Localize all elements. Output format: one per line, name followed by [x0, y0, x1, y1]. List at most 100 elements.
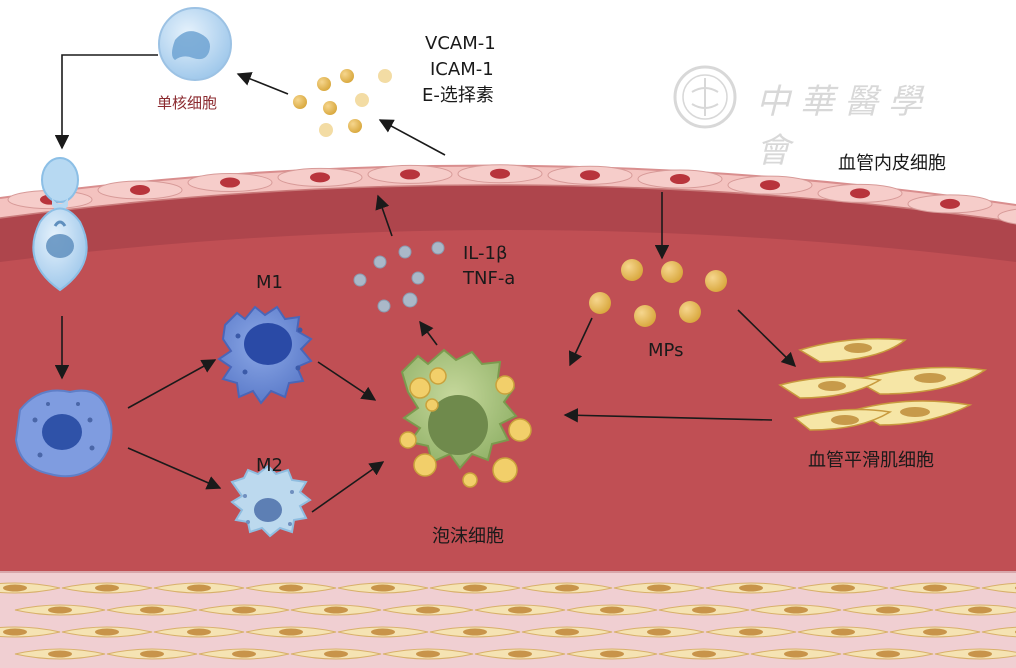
- adventitia-nucleus: [371, 628, 395, 636]
- adhesion-particles: [293, 69, 392, 137]
- adventitia-nucleus: [3, 584, 27, 592]
- label-icam1: ICAM-1: [430, 59, 494, 80]
- m1-macrophage-icon: [217, 305, 313, 405]
- arrow-mps-to-foam: [568, 317, 593, 367]
- adventitia-nucleus: [324, 606, 348, 614]
- label-mps: MPs: [648, 340, 684, 361]
- label-foam-cell: 泡沫细胞: [432, 526, 504, 547]
- label-e-selectin: E-选择素: [422, 85, 494, 106]
- adventitia-nucleus: [508, 606, 532, 614]
- adventitia-nucleus: [324, 650, 348, 658]
- adventitia-nucleus: [647, 628, 671, 636]
- adventitia-nucleus: [48, 650, 72, 658]
- arrow-monocyte-to-transmigrate: [54, 54, 158, 150]
- foam-cell-icon: [399, 348, 532, 488]
- monocyte-in-wall-icon: [14, 389, 113, 478]
- adventitia-nucleus: [232, 650, 256, 658]
- adventitia-nucleus: [968, 606, 992, 614]
- adventitia-nucleus: [187, 628, 211, 636]
- arrow-foam-to-cytokines: [419, 320, 438, 346]
- endothelial-nucleus: [850, 188, 870, 199]
- adventitia-nucleus: [48, 606, 72, 614]
- endothelial-cell: [997, 208, 1016, 225]
- label-monocyte: 单核细胞: [157, 94, 218, 112]
- adventitia-nucleus: [600, 606, 624, 614]
- adventitia-nucleus: [140, 650, 164, 658]
- arrow-adhesion-to-monocyte: [236, 72, 289, 95]
- adventitia-nucleus: [140, 606, 164, 614]
- adventitia-nucleus: [463, 584, 487, 592]
- watermark-logo: 中華醫學會: [670, 62, 970, 171]
- adventitia-nucleus: [831, 628, 855, 636]
- adventitia-nucleus: [876, 650, 900, 658]
- seal-icon: [673, 65, 737, 129]
- adventitia-nucleus: [279, 584, 303, 592]
- label-m1: M1: [256, 272, 283, 293]
- arrow-cytokines-to-endothelium: [375, 194, 393, 237]
- intima-band: [0, 184, 1016, 262]
- adventitia-nucleus: [692, 606, 716, 614]
- adventitia-cells: [0, 582, 1016, 660]
- adventitia-nucleus: [692, 650, 716, 658]
- endothelial-nucleus: [400, 169, 420, 180]
- watermark-text: 中華醫學會: [756, 82, 932, 171]
- arrows: [54, 54, 797, 513]
- arrow-m2-to-foam: [311, 461, 385, 513]
- smooth-muscle-cells-icon: [778, 338, 988, 431]
- adventitia-nucleus: [95, 628, 119, 636]
- adventitia-cell: [981, 626, 1016, 638]
- adventitia-nucleus: [739, 628, 763, 636]
- adventitia-nucleus: [416, 606, 440, 614]
- arrow-mps-to-smc: [737, 309, 797, 368]
- adventitia-nucleus: [187, 584, 211, 592]
- adventitia-nucleus: [600, 650, 624, 658]
- label-endothelium: 血管内皮细胞: [838, 153, 946, 174]
- adventitia-nucleus: [968, 650, 992, 658]
- adventitia-nucleus: [279, 628, 303, 636]
- adventitia-nucleus: [555, 628, 579, 636]
- mp-particles: [589, 259, 727, 327]
- label-vcam1: VCAM-1: [425, 33, 496, 54]
- label-smooth-muscle: 血管平滑肌细胞: [808, 450, 934, 471]
- m2-macrophage-icon: [230, 464, 312, 538]
- endothelial-nucleus: [130, 184, 150, 195]
- arrow-monocyte-to-m2: [127, 447, 222, 490]
- adventitia-nucleus: [831, 584, 855, 592]
- adventitia-nucleus: [508, 650, 532, 658]
- adventitia-nucleus: [371, 584, 395, 592]
- adventitia-nucleus: [555, 584, 579, 592]
- arrow-smc-to-foam: [563, 408, 773, 423]
- endothelial-nucleus: [310, 172, 330, 183]
- adventitia-nucleus: [232, 606, 256, 614]
- endothelial-nucleus: [670, 174, 690, 185]
- endothelial-nucleus: [220, 177, 240, 188]
- arrow-endothelium-to-adhesion: [378, 119, 446, 156]
- adventitia-nucleus: [463, 628, 487, 636]
- arrow-monocyte-to-m1: [127, 359, 217, 409]
- monocyte-top-icon: [158, 7, 232, 81]
- adventitia-nucleus: [784, 606, 808, 614]
- adventitia-nucleus: [647, 584, 671, 592]
- endothelial-nucleus: [490, 168, 510, 179]
- label-m2: M2: [256, 455, 283, 476]
- adventitia-nucleus: [739, 584, 763, 592]
- adventitia-nucleus: [923, 584, 947, 592]
- label-tnfa: TNF-a: [463, 268, 516, 289]
- adventitia-nucleus: [876, 606, 900, 614]
- endothelial-nucleus: [940, 198, 960, 209]
- arrow-m1-to-foam: [317, 361, 377, 401]
- adventitia-nucleus: [923, 628, 947, 636]
- label-il1b: IL-1β: [463, 243, 508, 264]
- monocyte-transmigrating-icon: [32, 157, 88, 292]
- adventitia-nucleus: [95, 584, 119, 592]
- adventitia-nucleus: [3, 628, 27, 636]
- endothelial-nucleus: [580, 170, 600, 181]
- adventitia-nucleus: [784, 650, 808, 658]
- endothelial-cells: [7, 164, 1016, 225]
- adventitia-cell: [981, 582, 1016, 594]
- adventitia-nucleus: [416, 650, 440, 658]
- endothelial-nucleus: [760, 180, 780, 191]
- cytokine-particles: [353, 241, 445, 313]
